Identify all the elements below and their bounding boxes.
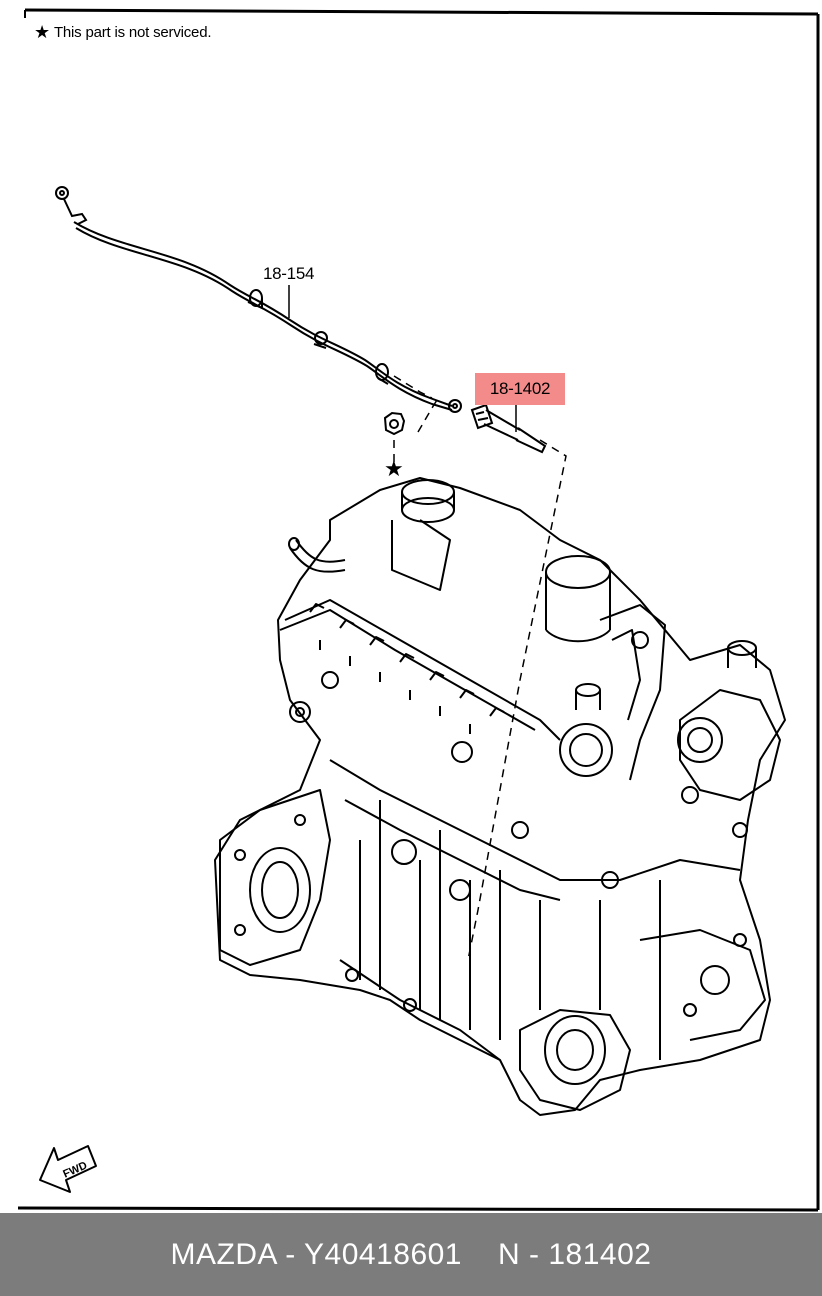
not-serviced-note: ★This part is not serviced. bbox=[34, 22, 212, 43]
part-code: N - 181402 bbox=[498, 1238, 652, 1271]
note-text: This part is not serviced. bbox=[53, 24, 212, 41]
install-guide-lines bbox=[393, 375, 567, 961]
star-icon: ★ bbox=[34, 22, 50, 42]
glow-plug bbox=[470, 403, 547, 454]
fwd-label: FWD bbox=[61, 1159, 89, 1180]
engine-assembly bbox=[214, 477, 786, 1116]
callout-glow-plug-part-number: 18-1402 bbox=[475, 373, 565, 405]
nut bbox=[383, 411, 406, 436]
part-reference: MAZDA - Y40418601 bbox=[170, 1238, 462, 1271]
callout-wire-part-number: 18-154 bbox=[263, 264, 315, 283]
bottom-border bbox=[17, 1206, 819, 1212]
part-footer-banner: MAZDA - Y40418601 N - 181402 bbox=[0, 1213, 822, 1296]
forward-arrow-icon bbox=[39, 1145, 97, 1193]
glow-plug-wire bbox=[55, 186, 462, 413]
top-border bbox=[24, 8, 819, 16]
